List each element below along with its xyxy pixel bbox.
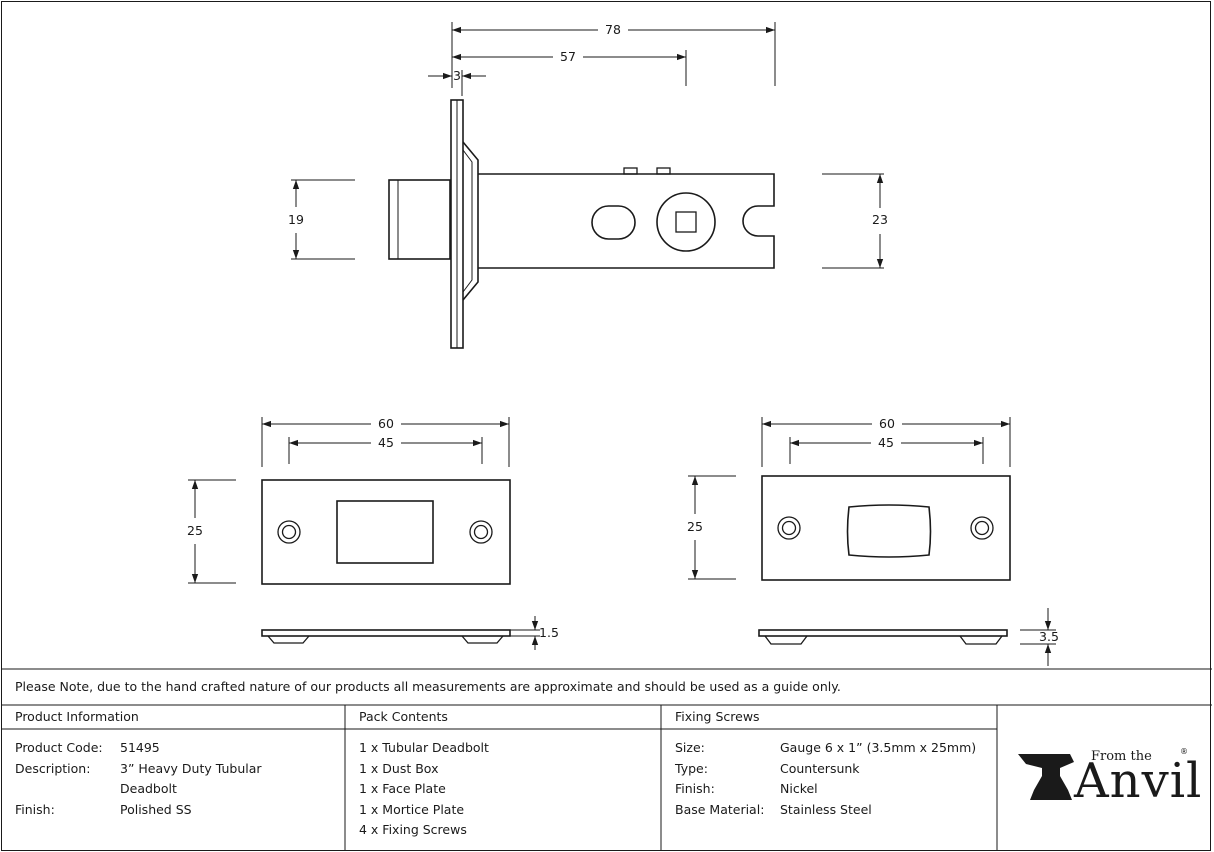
dim-bolt-height: 19 bbox=[288, 212, 304, 227]
mortice-plate-thickness-dimension: 3.5 bbox=[1020, 608, 1059, 666]
side-view-dimensions: 78 57 3 19 23 bbox=[288, 22, 888, 269]
screw-material-value: Stainless Steel bbox=[780, 802, 872, 817]
info-table-lines bbox=[1, 668, 1212, 851]
bolt bbox=[388, 179, 451, 260]
fixing-screws-heading: Fixing Screws bbox=[675, 709, 760, 724]
screw-type-value: Countersunk bbox=[780, 761, 860, 776]
product-code-value: 51495 bbox=[120, 740, 160, 755]
description-value-line1: 3” Heavy Duty Tubular bbox=[120, 761, 262, 776]
screw-size-value: Gauge 6 x 1” (3.5mm x 25mm) bbox=[780, 740, 977, 755]
dim-face-plate-width: 25 bbox=[187, 523, 203, 538]
finish-label: Finish: bbox=[15, 802, 55, 817]
dim-face-plate-hole-centres: 45 bbox=[378, 435, 394, 450]
mortice-plate-view bbox=[761, 475, 1011, 581]
pack-item: 1 x Face Plate bbox=[359, 781, 446, 796]
face-plate-view bbox=[261, 479, 511, 585]
flange bbox=[462, 141, 479, 301]
face-plate-edge-view bbox=[261, 629, 511, 644]
dim-mortice-plate-width: 25 bbox=[687, 519, 703, 534]
anvil-icon bbox=[1018, 754, 1074, 800]
oval-slot bbox=[591, 205, 636, 240]
mortice-opening bbox=[846, 504, 932, 558]
dim-backset: 57 bbox=[560, 49, 576, 64]
spindle-hole bbox=[656, 192, 716, 252]
screw-material-label: Base Material: bbox=[675, 802, 765, 817]
screw-finish-value: Nickel bbox=[780, 781, 818, 796]
pack-item: 1 x Dust Box bbox=[359, 761, 439, 776]
deadbolt-side-view bbox=[388, 99, 775, 349]
face-plate-dimensions: 60 45 25 bbox=[187, 416, 510, 584]
pack-contents-heading: Pack Contents bbox=[359, 709, 448, 724]
pack-item: 1 x Tubular Deadbolt bbox=[359, 740, 489, 755]
screw-type-label: Type: bbox=[675, 761, 708, 776]
logo-registered-mark: ® bbox=[1180, 747, 1188, 756]
dim-mortice-plate-length: 60 bbox=[879, 416, 895, 431]
finish-value: Polished SS bbox=[120, 802, 192, 817]
dim-overall-length: 78 bbox=[605, 22, 621, 37]
bolt-opening bbox=[336, 500, 434, 564]
dim-mortice-plate-thickness: 3.5 bbox=[1039, 629, 1059, 644]
mortice-plate-dimensions: 60 45 25 bbox=[687, 416, 1011, 580]
pack-item: 4 x Fixing Screws bbox=[359, 822, 467, 837]
measurement-note: Please Note, due to the hand crafted nat… bbox=[15, 679, 841, 694]
dim-face-plate-thickness: 1.5 bbox=[539, 625, 559, 640]
screw-size-label: Size: bbox=[675, 740, 705, 755]
dim-mortice-plate-hole-centres: 45 bbox=[878, 435, 894, 450]
logo-anvil-wordmark: Anvil bbox=[1074, 753, 1203, 809]
dim-body-height: 23 bbox=[872, 212, 888, 227]
pack-item: 1 x Mortice Plate bbox=[359, 802, 465, 817]
dim-face-plate-length: 60 bbox=[378, 416, 394, 431]
product-code-label: Product Code: bbox=[15, 740, 103, 755]
product-info-heading: Product Information bbox=[15, 709, 139, 724]
logo-from-the: From the bbox=[1091, 749, 1152, 764]
dim-faceplate-thickness: 3 bbox=[453, 68, 461, 83]
mortice-plate-edge-view bbox=[758, 629, 1008, 645]
description-value-line2: Deadbolt bbox=[120, 781, 177, 796]
latch-body bbox=[478, 173, 775, 269]
description-label: Description: bbox=[15, 761, 91, 776]
screw-finish-label: Finish: bbox=[675, 781, 715, 796]
face-plate-thickness-dimension: 1.5 bbox=[510, 616, 559, 650]
